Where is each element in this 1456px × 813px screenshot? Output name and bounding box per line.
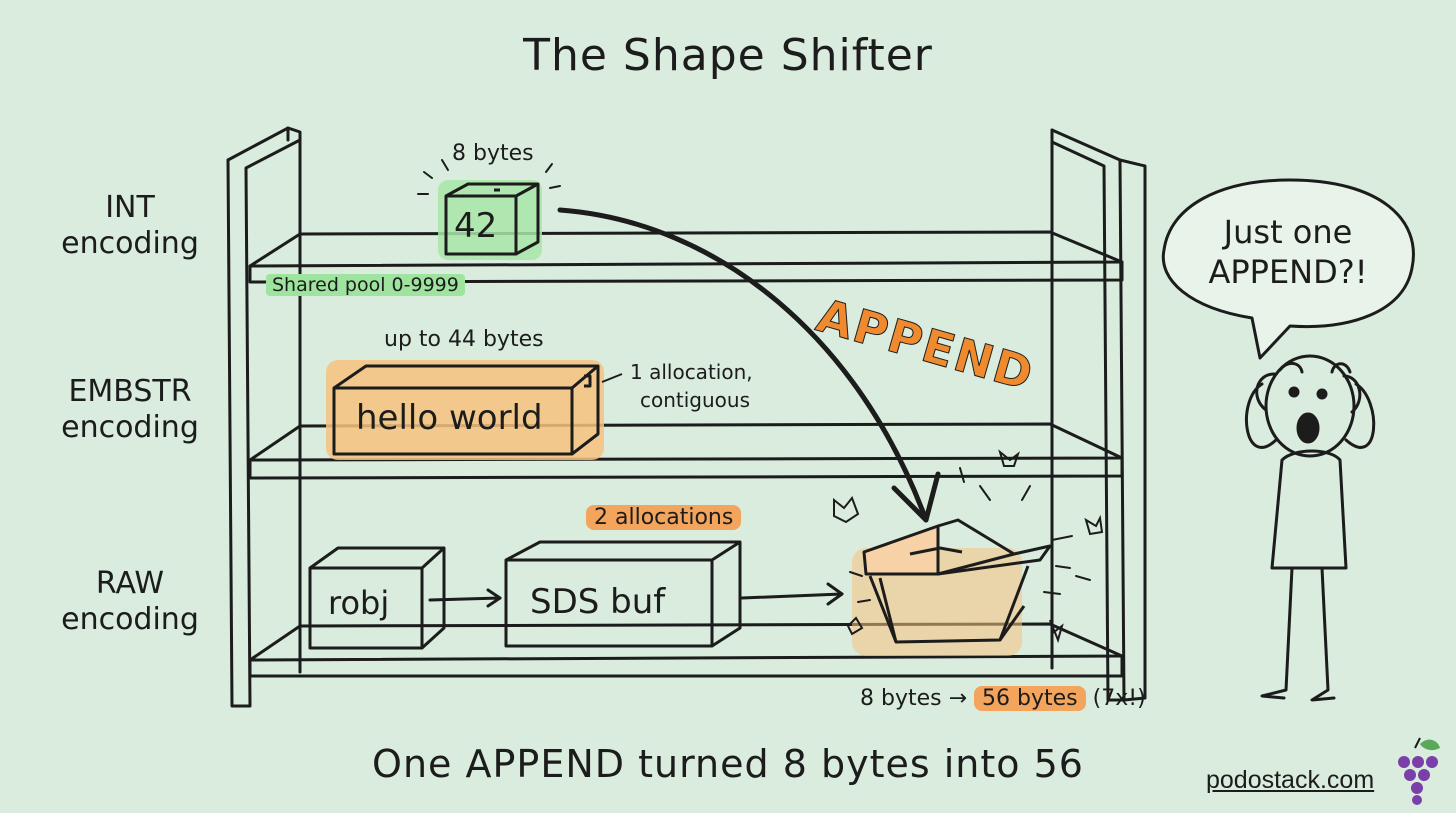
diagram-title: The Shape Shifter bbox=[0, 30, 1456, 81]
speech-line2: APPEND?! bbox=[1170, 252, 1406, 292]
raw-allocations-text: 2 allocations bbox=[586, 505, 741, 530]
embstr-label-name: EMBSTR bbox=[40, 374, 220, 410]
speech-text: Just one APPEND?! bbox=[1170, 212, 1406, 292]
raw-encoding-label: RAW encoding bbox=[40, 566, 220, 638]
int-label-name: INT bbox=[40, 190, 220, 226]
sds-buf-label: SDS buf bbox=[530, 582, 665, 622]
embstr-label-word: encoding bbox=[40, 410, 220, 446]
int-size-label: 8 bytes bbox=[452, 141, 534, 166]
growth-line: 8 bytes → 56 bytes (7x!) bbox=[860, 686, 1146, 711]
shelf-right-post bbox=[1052, 130, 1145, 700]
raw-allocations-label: 2 allocations bbox=[586, 505, 741, 530]
shared-pool-text: Shared pool 0-9999 bbox=[266, 274, 465, 296]
growth-arrow: → bbox=[949, 686, 967, 711]
robj-label: robj bbox=[328, 584, 389, 622]
exploding-box bbox=[834, 452, 1102, 656]
growth-factor: (7x!) bbox=[1093, 686, 1146, 711]
int-encoding-label: INT encoding bbox=[40, 190, 220, 262]
shared-pool-label: Shared pool 0-9999 bbox=[266, 274, 465, 296]
embstr-size-label: up to 44 bytes bbox=[384, 327, 544, 352]
embstr-note-line1: 1 allocation, bbox=[630, 360, 753, 384]
stick-figure bbox=[1246, 356, 1373, 700]
shelf-left-post bbox=[228, 128, 300, 706]
embstr-note-line2: contiguous bbox=[640, 388, 750, 412]
raw-label-word: encoding bbox=[40, 602, 220, 638]
speech-line1: Just one bbox=[1170, 212, 1406, 252]
raw-label-name: RAW bbox=[40, 566, 220, 602]
embstr-encoding-label: EMBSTR encoding bbox=[40, 374, 220, 446]
site-link[interactable]: podostack.com bbox=[1206, 766, 1374, 795]
growth-from: 8 bytes bbox=[860, 686, 942, 711]
int-value: 42 bbox=[454, 206, 497, 246]
embstr-value: hello world bbox=[356, 398, 543, 438]
growth-to: 56 bytes bbox=[974, 686, 1086, 711]
int-label-word: encoding bbox=[40, 226, 220, 262]
